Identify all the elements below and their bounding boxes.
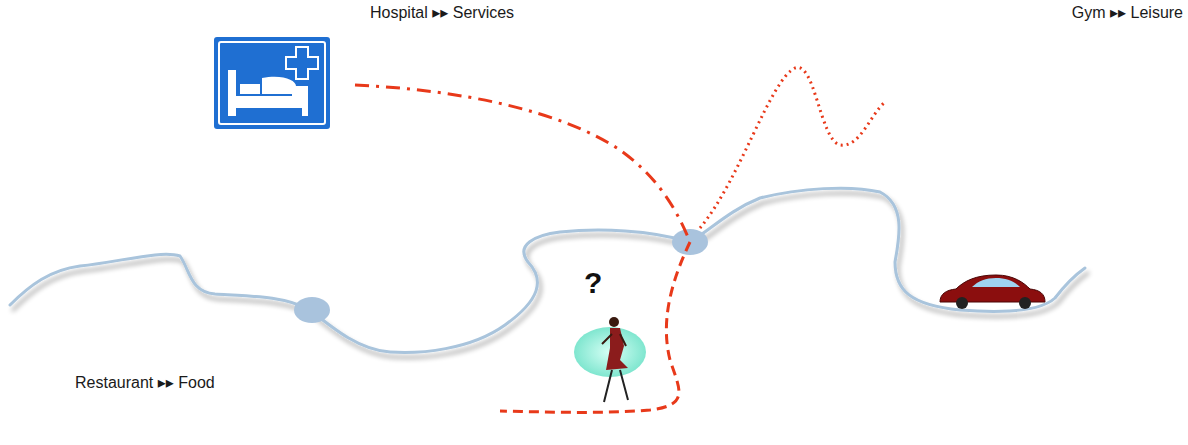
car-window [972, 278, 1020, 287]
place-label: Restaurant ▸▸ Food [75, 373, 215, 393]
highlight-ellipse [574, 327, 646, 377]
figure-arms [602, 334, 626, 346]
dash-dot-route [355, 85, 690, 242]
question-mark: ? [584, 266, 602, 300]
car-icon [940, 275, 1045, 309]
cross-symbol [286, 47, 318, 79]
hospital-icon [214, 37, 330, 129]
dashed-route [500, 242, 690, 412]
figure-dress [606, 328, 628, 370]
pedestrian-figure [574, 317, 646, 402]
car-wheel [956, 297, 968, 309]
car-wheel [1019, 297, 1031, 309]
place-label: Gym ▸▸ Leisure [1072, 3, 1183, 23]
figure-head [609, 317, 619, 327]
icon-background [214, 37, 330, 129]
junction-dot [294, 297, 330, 323]
place-label: Hospital ▸▸ Services [370, 3, 514, 23]
road [10, 188, 1085, 352]
dotted-route [700, 67, 885, 228]
figure-legs [604, 370, 628, 402]
icon-border [219, 42, 325, 124]
car-body [940, 275, 1045, 302]
